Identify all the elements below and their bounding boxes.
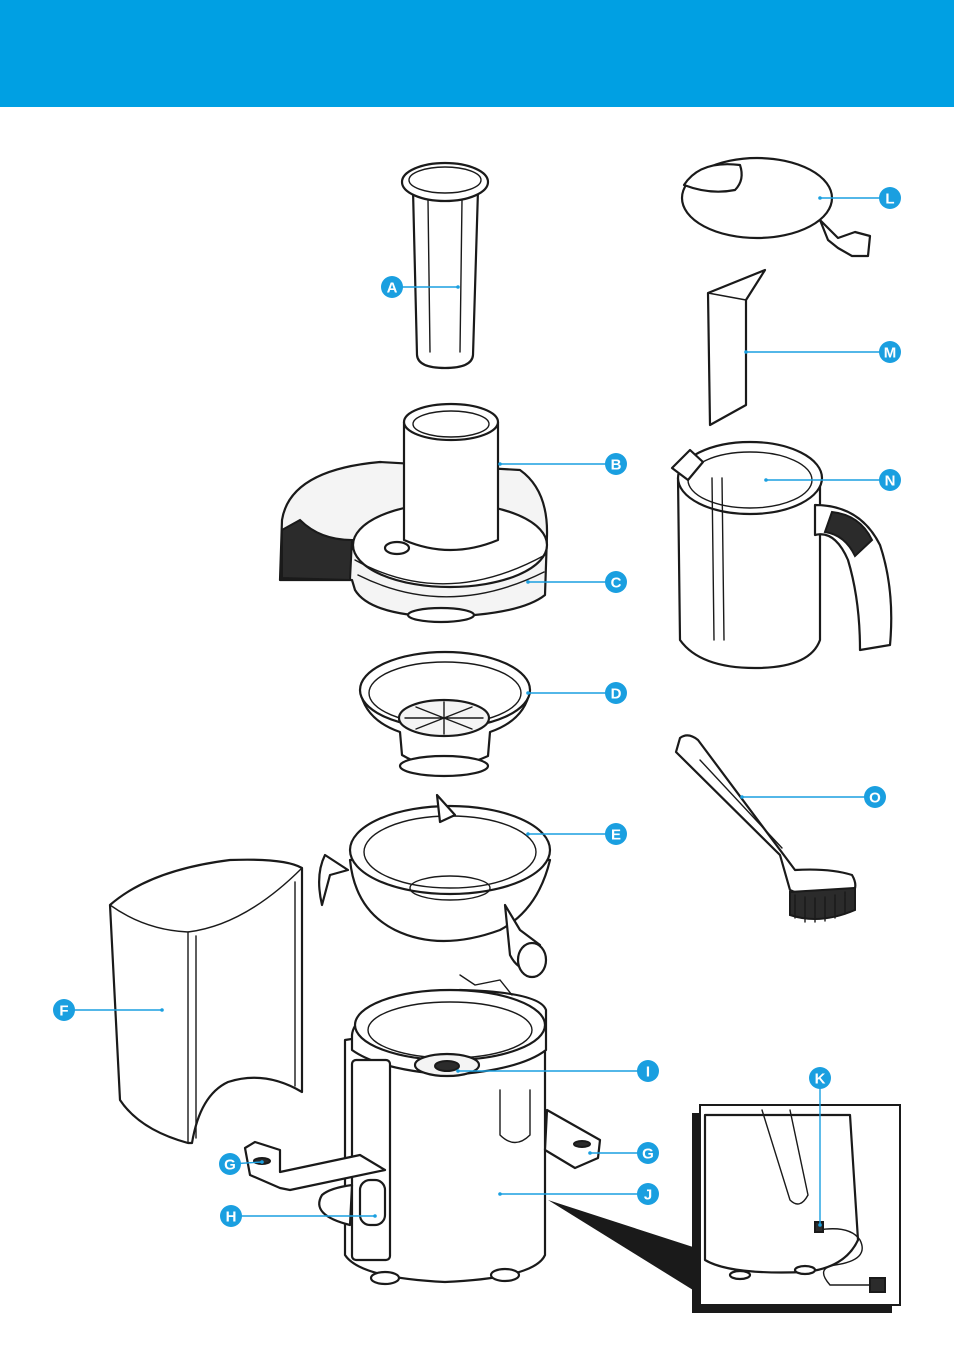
callout-badge-a: A	[381, 276, 403, 298]
callout-label: D	[611, 686, 622, 703]
leader-dot-o	[740, 795, 744, 799]
callout-label: A	[387, 280, 398, 297]
part-f-pulp-container	[110, 860, 302, 1143]
callout-label: E	[611, 827, 621, 844]
callout-badge-g2: G	[637, 1142, 659, 1164]
part-l-jug-lid	[682, 158, 870, 256]
leader-dot-i	[456, 1069, 460, 1073]
callout-badge-o: O	[864, 786, 886, 808]
callout-label: F	[59, 1003, 68, 1020]
leader-dot-h	[373, 1214, 377, 1218]
leader-dot-d	[526, 691, 530, 695]
leader-dot-c	[526, 580, 530, 584]
callout-label: N	[885, 473, 896, 490]
callout-badge-c: C	[605, 571, 627, 593]
leader-dot-k	[818, 1223, 822, 1227]
callout-badge-m: M	[879, 341, 901, 363]
callout-label: J	[644, 1187, 652, 1204]
callout-badge-d: D	[605, 682, 627, 704]
callout-badge-k: K	[809, 1067, 831, 1089]
callout-label: L	[885, 191, 894, 208]
callout-label: C	[611, 575, 622, 592]
callout-badge-b: B	[605, 453, 627, 475]
callout-label: M	[884, 345, 897, 362]
leader-dot-g2	[588, 1151, 592, 1155]
part-a-food-pusher	[402, 163, 488, 368]
leader-dot-a	[456, 285, 460, 289]
callout-badge-j: J	[637, 1183, 659, 1205]
part-d-filter	[360, 652, 530, 776]
leader-dot-f	[160, 1008, 164, 1012]
callout-badge-g1: G	[219, 1153, 241, 1175]
inset-pointer	[548, 1200, 693, 1290]
leader-dot-e	[526, 832, 530, 836]
part-n-juice-jug	[672, 442, 891, 668]
callout-badge-e: E	[605, 823, 627, 845]
leader-dot-b	[498, 462, 502, 466]
callout-badge-f: F	[53, 999, 75, 1021]
callout-label: I	[646, 1064, 650, 1081]
callout-badge-h: H	[220, 1205, 242, 1227]
callout-label: G	[224, 1157, 236, 1174]
callout-label: H	[226, 1209, 237, 1226]
leader-dot-n	[764, 478, 768, 482]
callout-label: K	[815, 1071, 826, 1088]
leader-dot-g1	[260, 1160, 264, 1164]
leader-dot-l	[818, 196, 822, 200]
part-o-cleaning-brush	[676, 735, 855, 922]
callout-badge-n: N	[879, 469, 901, 491]
part-e-bowl	[319, 795, 550, 977]
callout-badge-l: L	[879, 187, 901, 209]
part-k-inset	[692, 1105, 900, 1313]
leader-dot-m	[744, 350, 748, 354]
part-m-foam-separator	[708, 270, 765, 425]
part-bc-lid	[280, 404, 547, 622]
callout-badge-i: I	[637, 1060, 659, 1082]
callout-label: B	[611, 457, 622, 474]
callout-label: O	[869, 790, 881, 807]
callout-label: G	[642, 1146, 654, 1163]
leader-dot-j	[498, 1192, 502, 1196]
